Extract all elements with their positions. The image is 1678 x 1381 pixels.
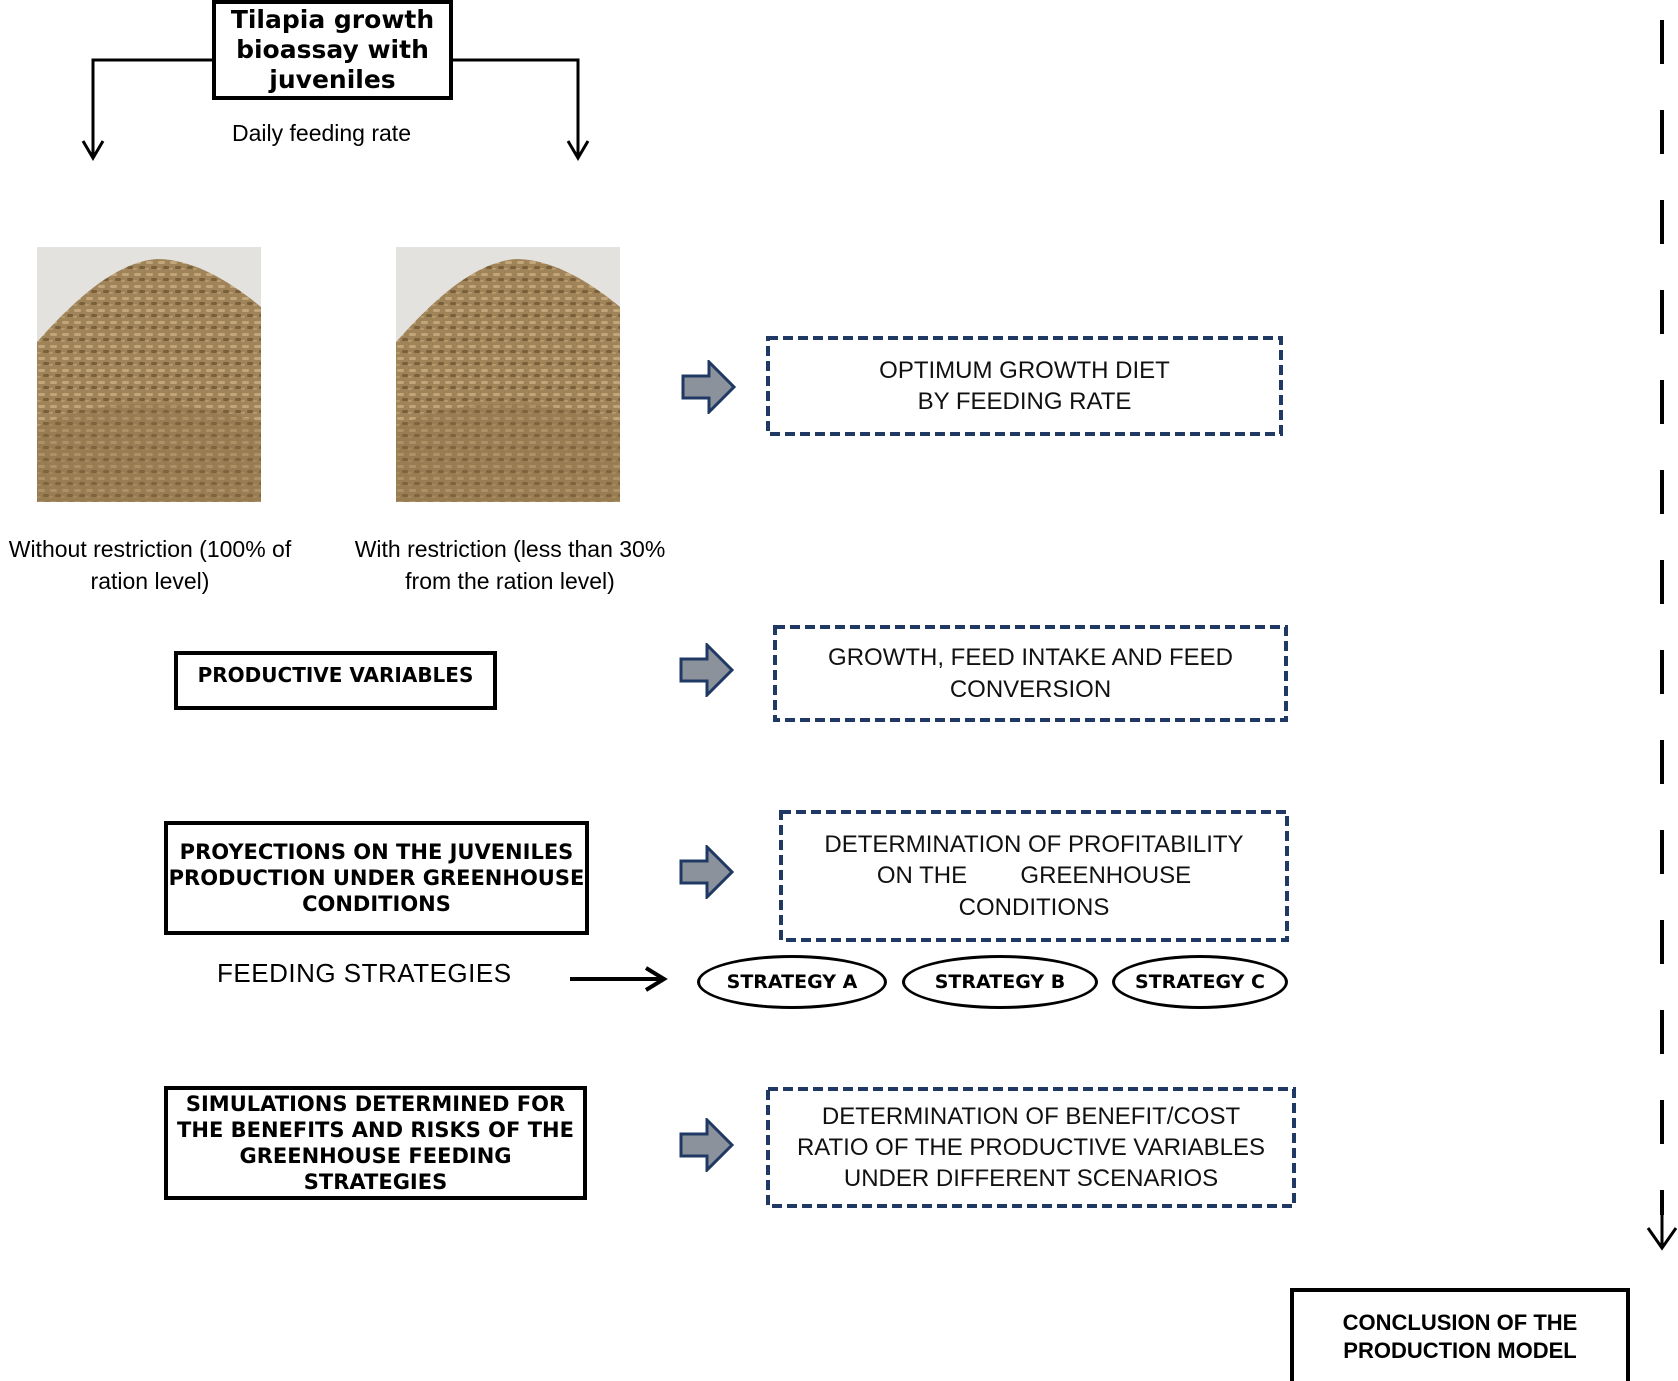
stage-box-productive-variables: PRODUCTIVE VARIABLES	[174, 651, 497, 710]
feeding-strategies-label: FEEDING STRATEGIES	[217, 958, 512, 988]
strategy-b-oval: STRATEGY B	[902, 955, 1098, 1009]
block-arrow-4	[679, 1118, 735, 1172]
conclusion-box: CONCLUSION OF THE PRODUCTION MODEL	[1290, 1288, 1630, 1381]
strategy-c-label: STRATEGY C	[1135, 971, 1265, 993]
branch-arrows	[81, 58, 590, 161]
pellet-photo-unrestricted	[37, 247, 261, 502]
strategy-c-oval: STRATEGY C	[1112, 955, 1288, 1009]
title-text: Tilapia growth bioassay with juveniles	[230, 5, 435, 94]
left-branch-line	[91, 58, 212, 155]
block-arrow-1	[681, 360, 737, 414]
timeline-dashed-line	[1646, 20, 1678, 1251]
block-arrow-3	[679, 845, 735, 899]
right-branch-line	[453, 58, 580, 155]
strategy-a-label: STRATEGY A	[726, 971, 858, 993]
feeding-strategies-arrow	[570, 966, 668, 992]
feeding-rate-label: Daily feeding rate	[232, 120, 411, 146]
result-box-growth: GROWTH, FEED INTAKE AND FEED CONVERSION	[773, 625, 1288, 722]
block-arrow-2	[679, 643, 735, 697]
stage-box-projections: PROYECTIONS ON THE JUVENILES PRODUCTION …	[164, 821, 589, 935]
left-branch-head	[81, 140, 105, 161]
result-text-optimum-diet: OPTIMUM GROWTH DIET BY FEEDING RATE	[879, 356, 1170, 415]
stage-box-simulations: SIMULATIONS DETERMINED FOR THE BENEFITS …	[164, 1086, 587, 1200]
right-branch-head	[566, 140, 590, 161]
caption-unrestricted: Without restriction (100% of ration leve…	[8, 536, 292, 595]
conclusion-text: CONCLUSION OF THE PRODUCTION MODEL	[1342, 1310, 1578, 1363]
result-text-benefit-cost: DETERMINATION OF BENEFIT/COST RATIO OF T…	[796, 1102, 1266, 1193]
stage-text-projections: PROYECTIONS ON THE JUVENILES PRODUCTION …	[168, 839, 585, 917]
title-box: Tilapia growth bioassay with juveniles	[212, 0, 453, 100]
caption-restricted: With restriction (less than 30% from the…	[354, 536, 666, 595]
stage-text-productive-variables: PRODUCTIVE VARIABLES	[197, 663, 474, 687]
result-box-benefit-cost: DETERMINATION OF BENEFIT/COST RATIO OF T…	[766, 1087, 1296, 1208]
result-box-optimum-diet: OPTIMUM GROWTH DIET BY FEEDING RATE	[766, 336, 1283, 436]
stage-text-simulations: SIMULATIONS DETERMINED FOR THE BENEFITS …	[177, 1091, 574, 1195]
pellet-photo-restricted	[396, 247, 620, 502]
result-text-growth: GROWTH, FEED INTAKE AND FEED CONVERSION	[828, 644, 1233, 703]
result-box-profitability: DETERMINATION OF PROFITABILITY ON THE GR…	[779, 810, 1289, 942]
result-text-profitability: DETERMINATION OF PROFITABILITY ON THE GR…	[824, 831, 1244, 921]
strategy-b-label: STRATEGY B	[934, 971, 1066, 993]
strategy-a-oval: STRATEGY A	[697, 955, 887, 1009]
